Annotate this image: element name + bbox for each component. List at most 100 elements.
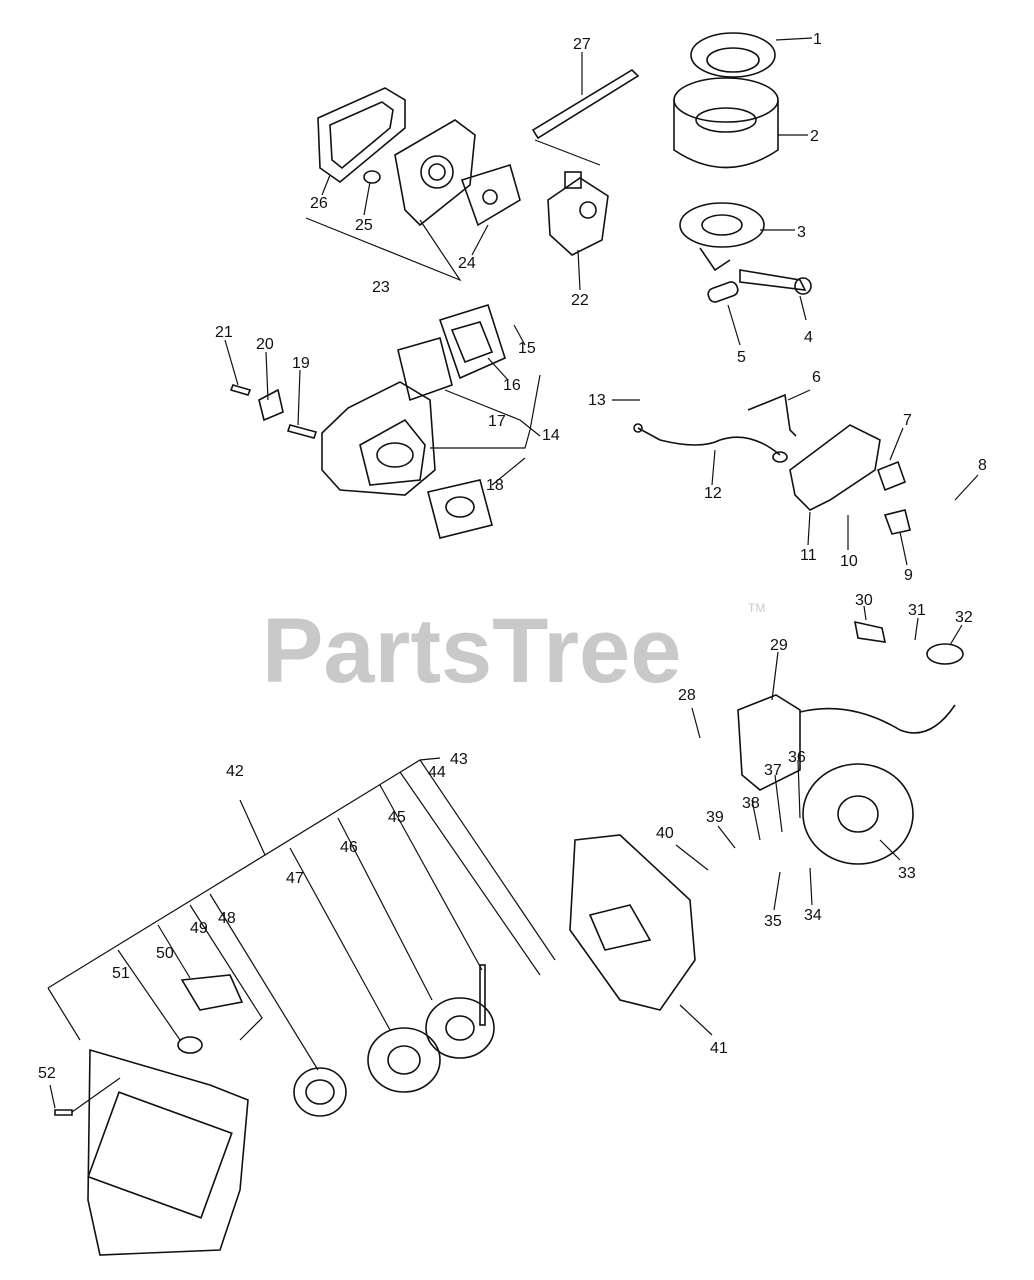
leader-16 (487, 357, 509, 381)
leader-37 (774, 774, 783, 833)
callout-32: 32 (955, 609, 973, 626)
part-plug-cap (853, 620, 964, 665)
part-muffler-gasket (438, 303, 506, 380)
part-flywheel (802, 763, 914, 865)
callout-46: 46 (340, 839, 358, 856)
part-insulator (394, 119, 476, 227)
leader-9 (899, 531, 908, 566)
leader-31 (914, 617, 919, 641)
leader-18 (491, 457, 526, 486)
callout-5: 5 (737, 349, 746, 366)
callout-18: 18 (486, 477, 504, 494)
callout-52: 52 (38, 1065, 56, 1082)
part-stop-switch (876, 460, 907, 492)
leader-36 (797, 759, 801, 819)
leader-47 (289, 847, 391, 1031)
part-grommet (707, 281, 739, 303)
callouts: 1 2 3 4 5 6 7 8 9 10 11 12 13 14 15 16 1… (38, 31, 987, 1082)
part-rear-gasket (317, 87, 406, 184)
part-spiral-spring (293, 1067, 347, 1117)
callout-16: 16 (503, 377, 521, 394)
leader-6 (787, 389, 811, 401)
callout-28: 28 (678, 687, 696, 704)
leader-52 (49, 1084, 56, 1109)
leader-22 (577, 249, 581, 291)
callout-34: 34 (804, 907, 822, 924)
leader-42 (239, 799, 266, 856)
callout-11: 11 (800, 547, 817, 564)
leader-30 (863, 605, 867, 621)
callout-43: 43 (450, 751, 468, 768)
part-stop-switch-holder (789, 424, 881, 511)
leader-1 (775, 37, 813, 41)
leader-32 (949, 624, 963, 646)
part-handle (180, 974, 244, 1011)
leader-48 (209, 893, 319, 1071)
callout-48: 48 (218, 910, 236, 927)
callout-39: 39 (706, 809, 724, 826)
callout-4: 4 (804, 329, 813, 346)
leader-12 (711, 449, 716, 486)
leader-28 (691, 707, 701, 739)
leader-8 (954, 474, 979, 501)
part-starter-cover (87, 1048, 249, 1256)
leader-34 (809, 867, 813, 906)
callout-22: 22 (571, 292, 589, 309)
leader-5 (727, 304, 741, 346)
callout-1: 1 (813, 31, 822, 48)
part-fan-cover (569, 834, 696, 1011)
callout-9: 9 (904, 567, 913, 584)
callout-8: 8 (978, 457, 987, 474)
leader-52b (71, 1077, 121, 1113)
callout-51: 51 (112, 965, 130, 982)
callout-27: 27 (573, 36, 591, 53)
callout-2: 2 (810, 128, 819, 145)
callout-50: 50 (156, 945, 174, 962)
callout-40: 40 (656, 825, 674, 842)
part-recoil-pulley (425, 964, 495, 1059)
callout-30: 30 (855, 592, 873, 609)
leader-15 (513, 324, 526, 346)
part-ignition-coil (737, 694, 956, 791)
leader-11 (807, 511, 811, 546)
callout-26: 26 (310, 195, 328, 212)
leader-42-bracket (47, 757, 441, 989)
callout-24: 24 (458, 255, 476, 272)
callout-17: 17 (488, 413, 506, 430)
callout-41: 41 (710, 1040, 728, 1057)
leader-17 (444, 389, 521, 421)
part-bracket (747, 393, 797, 437)
part-ring (363, 170, 381, 184)
callout-38: 38 (742, 795, 760, 812)
part-mounting-bolt (739, 269, 812, 295)
part-muffler-plate (397, 337, 453, 402)
part-carb-gasket (460, 163, 521, 227)
leader-33 (879, 839, 901, 861)
callout-10: 10 (840, 553, 858, 570)
leader-35 (773, 871, 781, 911)
leader-39 (717, 825, 736, 849)
leader-23 (305, 217, 462, 282)
part-case (367, 1027, 441, 1093)
callout-47: 47 (286, 870, 304, 887)
part-guide (177, 1036, 203, 1054)
part-bolt-19 (286, 424, 318, 439)
part-spark-plug (883, 509, 911, 535)
leader-24 (471, 224, 489, 256)
leader-50 (157, 924, 191, 979)
part-fuel-pipe (531, 68, 640, 140)
leader-41 (679, 1004, 713, 1036)
callout-19: 19 (292, 355, 310, 372)
leader-40 (675, 844, 709, 871)
callout-14: 14 (542, 427, 560, 444)
part-air-filter-base (679, 202, 765, 272)
leader-44 (399, 771, 541, 976)
leader-49 (189, 904, 263, 1041)
callout-7: 7 (903, 412, 912, 429)
leader-26 (321, 174, 331, 196)
callout-25: 25 (355, 217, 373, 234)
callout-29: 29 (770, 637, 788, 654)
callout-12: 12 (704, 485, 722, 502)
leader-43 (419, 759, 556, 961)
